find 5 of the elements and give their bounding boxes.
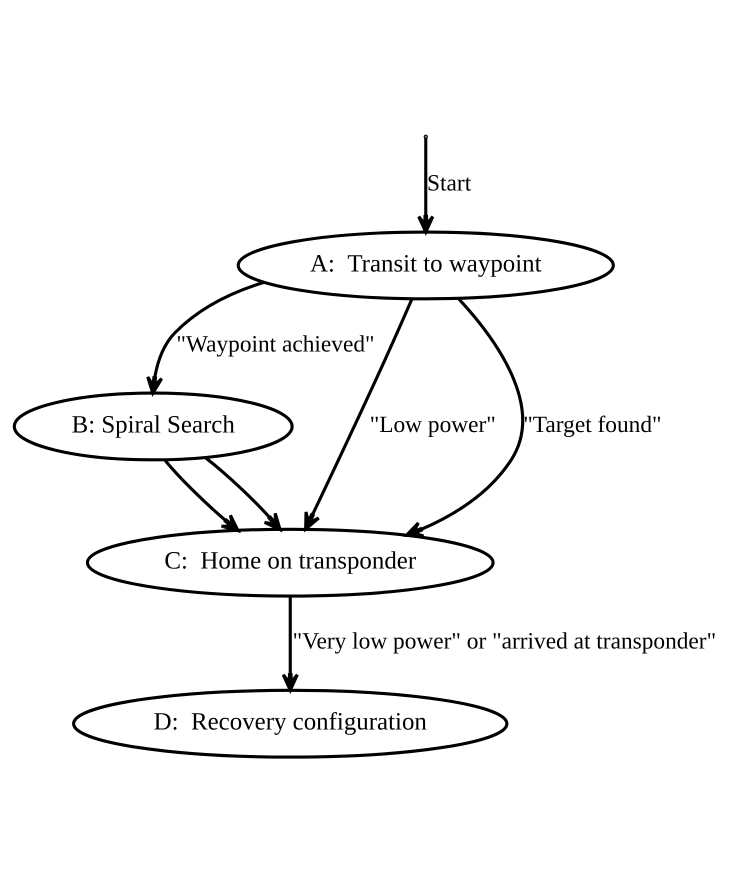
edge-label: "Waypoint achieved": [176, 331, 375, 358]
edge-label: Start: [427, 170, 472, 196]
edge-label: "Low power": [370, 412, 496, 438]
edge-label: "Very low power" or "arrived at transponder": [292, 628, 716, 655]
edge-label: "Target found": [523, 412, 662, 438]
